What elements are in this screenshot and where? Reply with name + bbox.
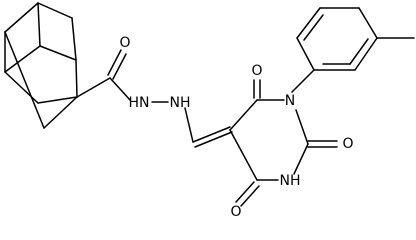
- bond: [43, 96, 78, 129]
- atom-label-oxygen: O: [230, 204, 241, 220]
- bond: [296, 37, 315, 71]
- bond: [295, 109, 309, 145]
- tolyl-ring: [291, 7, 415, 93]
- bond: [291, 69, 315, 93]
- bond: [37, 96, 78, 104]
- double-bond: [192, 126, 231, 143]
- bond: [184, 107, 194, 143]
- double-bond: [240, 185, 260, 207]
- hydrazide-linker: [76, 49, 194, 143]
- pyrimidinetrione-ring: [229, 79, 338, 207]
- atom-label-oxygen: O: [342, 136, 353, 152]
- bond: [293, 143, 309, 175]
- bond: [296, 7, 321, 39]
- bond: [76, 77, 111, 98]
- atom-labels: O HN NH N O O NH O: [119, 35, 353, 220]
- bond: [229, 129, 258, 181]
- bond: [4, 2, 39, 33]
- atom-label-oxygen: O: [119, 35, 130, 51]
- bond: [75, 59, 78, 98]
- atom-label-oxygen: O: [251, 63, 262, 79]
- atom-label-nh: NH: [170, 95, 191, 111]
- double-bond: [235, 181, 255, 203]
- bond: [37, 2, 41, 47]
- aromatic-inner-bond: [303, 14, 324, 41]
- atom-label-nh: NH: [280, 173, 301, 189]
- atom-label-hn: HN: [129, 95, 150, 111]
- bond: [4, 71, 39, 104]
- bond: [71, 17, 77, 61]
- bond: [4, 31, 45, 129]
- bond: [39, 45, 77, 61]
- aromatic-inner-bond: [349, 38, 369, 65]
- double-bond: [112, 53, 127, 80]
- bond: [358, 7, 378, 39]
- bond: [4, 45, 41, 73]
- adamantane-cage: [4, 2, 78, 129]
- atom-label-nitrogen: N: [285, 93, 295, 109]
- bond: [37, 2, 73, 19]
- chemical-structure-diagram: O HN NH N O O NH O: [4, 2, 415, 220]
- bond: [109, 77, 131, 101]
- methylidene-bridge: [192, 126, 233, 148]
- bond: [229, 99, 258, 131]
- double-bond: [194, 131, 233, 148]
- double-bond: [107, 49, 122, 76]
- bond: [354, 37, 378, 71]
